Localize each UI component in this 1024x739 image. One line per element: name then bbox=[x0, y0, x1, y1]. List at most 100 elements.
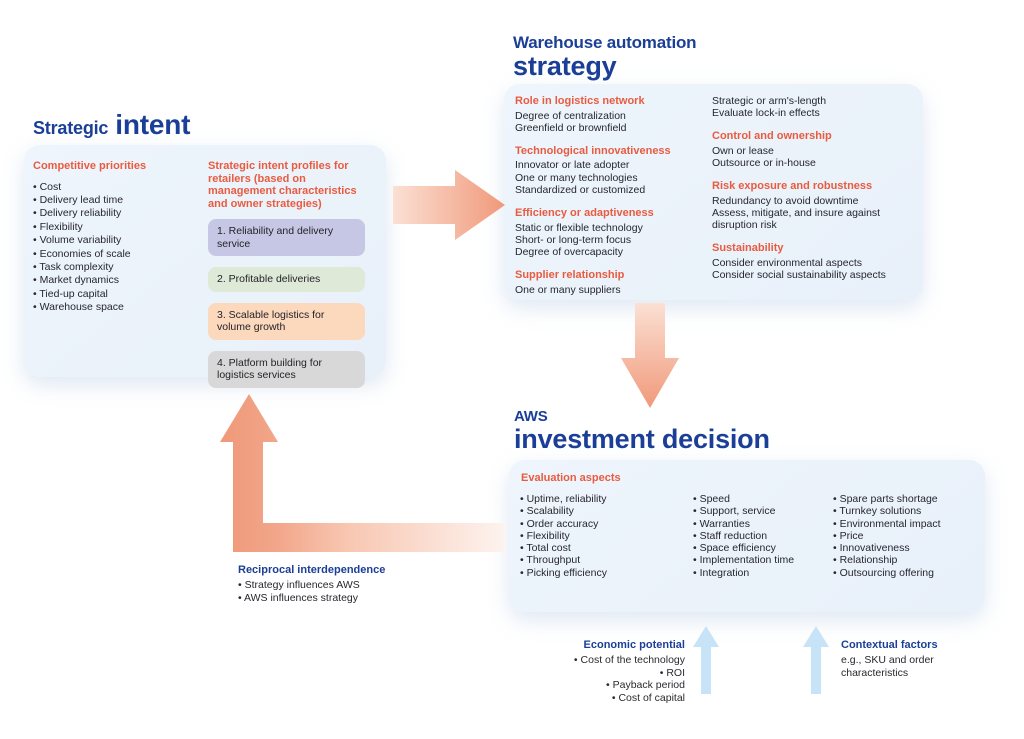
strategic-intent-panel: Competitive priorities CostDelivery lead… bbox=[24, 145, 386, 388]
list-item: Environmental impact bbox=[833, 518, 998, 530]
list-item: Strategic or arm's-length bbox=[712, 95, 827, 107]
arrow-strategy-to-aws bbox=[621, 303, 679, 408]
list-item: Evaluate lock-in effects bbox=[712, 107, 820, 120]
list-item: Staff reduction bbox=[693, 530, 858, 542]
list-item: One or many technologies bbox=[515, 171, 638, 184]
list-item: Static or flexible technology bbox=[515, 221, 643, 234]
list-item: Greenfield or brownfield bbox=[515, 121, 627, 134]
intent-profiles-column: Strategic intent profiles for retailers … bbox=[208, 160, 365, 399]
list-item: Degree of centralization bbox=[515, 109, 626, 122]
list-item: Spare parts shortage bbox=[833, 493, 998, 505]
list-item: Delivery lead time bbox=[33, 194, 201, 207]
strategy-group: Sustainability Consider environmental as… bbox=[712, 242, 890, 281]
group-heading: Risk exposure and robustness bbox=[712, 180, 873, 193]
list-item: Consider social sustainability aspects bbox=[712, 269, 886, 282]
aws-panel: Evaluation aspects Uptime, reliabilitySc… bbox=[509, 460, 985, 612]
arrow-aws-to-intent bbox=[220, 394, 505, 552]
group-heading: Role in logistics network bbox=[515, 95, 645, 107]
list-item: ROI bbox=[500, 667, 685, 680]
group-heading: Sustainability bbox=[712, 242, 784, 255]
evaluation-aspects-heading: Evaluation aspects bbox=[521, 472, 621, 484]
list-item: Standardized or customized bbox=[515, 183, 646, 196]
list-item: One or many suppliers bbox=[515, 283, 621, 296]
list-item: Cost of the technology bbox=[500, 654, 685, 667]
strategy-column-1: Role in logistics network Degree of cent… bbox=[515, 95, 700, 307]
list-item: Space efficiency bbox=[693, 542, 858, 554]
strategic-intent-title-large: intent bbox=[115, 109, 191, 140]
evaluation-list-3: Spare parts shortageTurnkey solutionsEnv… bbox=[833, 493, 998, 579]
economic-potential-heading: Economic potential bbox=[583, 639, 685, 651]
list-item: Tied-up capital bbox=[33, 288, 201, 301]
list-item: Economies of scale bbox=[33, 248, 201, 261]
list-item: Throughput bbox=[520, 554, 685, 566]
competitive-priorities-list: CostDelivery lead timeDelivery reliabili… bbox=[33, 181, 201, 315]
strategic-intent-title: Strategic intent bbox=[33, 109, 190, 141]
list-item: Own or lease bbox=[712, 144, 774, 157]
list-item: Integration bbox=[693, 567, 858, 579]
reciprocal-heading: Reciprocal interdependence bbox=[238, 564, 386, 576]
list-item: Turnkey solutions bbox=[833, 505, 998, 517]
list-item: Picking efficiency bbox=[520, 567, 685, 579]
list-item: Innovator or late adopter bbox=[515, 159, 630, 172]
list-item: Cost of capital bbox=[500, 692, 685, 705]
list-item: Market dynamics bbox=[33, 274, 201, 287]
contextual-factors-block: Contextual factors e.g., SKU and order c… bbox=[841, 639, 944, 680]
reciprocal-list: Strategy influences AWSAWS influences st… bbox=[238, 579, 408, 606]
strategy-title-small: Warehouse automation bbox=[513, 33, 697, 52]
profile-chip: 4. Platform building for logistics servi… bbox=[208, 350, 365, 388]
strategy-group: Technological innovativeness Innovator o… bbox=[515, 145, 700, 196]
group-heading: Supplier relationship bbox=[515, 269, 625, 282]
list-item: Total cost bbox=[520, 542, 685, 554]
aws-title: AWS investment decision bbox=[514, 408, 770, 453]
strategy-group: Supplier relationship One or many suppli… bbox=[515, 269, 700, 296]
list-item: Redundancy to avoid downtime bbox=[712, 194, 859, 207]
list-item: Payback period bbox=[500, 679, 685, 692]
competitive-priorities-column: Competitive priorities CostDelivery lead… bbox=[33, 160, 201, 315]
evaluation-list-2: SpeedSupport, serviceWarrantiesStaff red… bbox=[693, 493, 858, 579]
list-item: Degree of overcapacity bbox=[515, 245, 623, 258]
list-item: Strategy influences AWS bbox=[238, 579, 408, 592]
evaluation-list-1: Uptime, reliabilityScalabilityOrder accu… bbox=[520, 493, 685, 579]
strategic-intent-title-small: Strategic bbox=[33, 118, 109, 138]
list-item: Uptime, reliability bbox=[520, 493, 685, 505]
list-item: Innovativeness bbox=[833, 542, 998, 554]
strategy-group: Role in logistics network Degree of cent… bbox=[515, 95, 700, 134]
intent-profiles-heading: Strategic intent profiles for retailers … bbox=[208, 160, 357, 210]
list-item: Price bbox=[833, 530, 998, 542]
group-heading: Control and ownership bbox=[712, 130, 832, 143]
contextual-factors-text: e.g., SKU and order characteristics bbox=[841, 654, 934, 679]
list-item: Support, service bbox=[693, 505, 858, 517]
list-item: Outsource or in-house bbox=[712, 157, 816, 170]
list-item: Short- or long-term focus bbox=[515, 233, 632, 246]
economic-potential-list: Cost of the technologyROIPayback periodC… bbox=[500, 654, 685, 704]
reciprocal-interdependence-block: Reciprocal interdependence Strategy infl… bbox=[238, 564, 408, 606]
list-item: Outsourcing offering bbox=[833, 567, 998, 579]
aws-title-large: investment decision bbox=[514, 424, 770, 454]
economic-potential-block: Economic potential Cost of the technolog… bbox=[500, 639, 685, 704]
group-items: One or many suppliers bbox=[515, 284, 700, 296]
strategy-group: Risk exposure and robustness Redundancy … bbox=[712, 180, 890, 231]
arrow-economic-potential-up bbox=[693, 626, 719, 694]
list-item: Implementation time bbox=[693, 554, 858, 566]
list-item: Order accuracy bbox=[520, 518, 685, 530]
aws-title-small: AWS bbox=[514, 408, 548, 425]
group-heading: Technological innovativeness bbox=[515, 144, 671, 157]
strategy-panel: Role in logistics network Degree of cent… bbox=[504, 84, 923, 300]
profile-chip: 3. Scalable logistics for volume growth bbox=[208, 302, 365, 340]
list-item: Warranties bbox=[693, 518, 858, 530]
list-item: AWS influences strategy bbox=[238, 592, 408, 605]
list-item: Assess, mitigate, and insure against dis… bbox=[712, 207, 881, 232]
list-item: Cost bbox=[33, 181, 201, 194]
group-heading: Efficiency or adaptiveness bbox=[515, 207, 654, 220]
arrow-intent-to-strategy bbox=[393, 170, 505, 240]
